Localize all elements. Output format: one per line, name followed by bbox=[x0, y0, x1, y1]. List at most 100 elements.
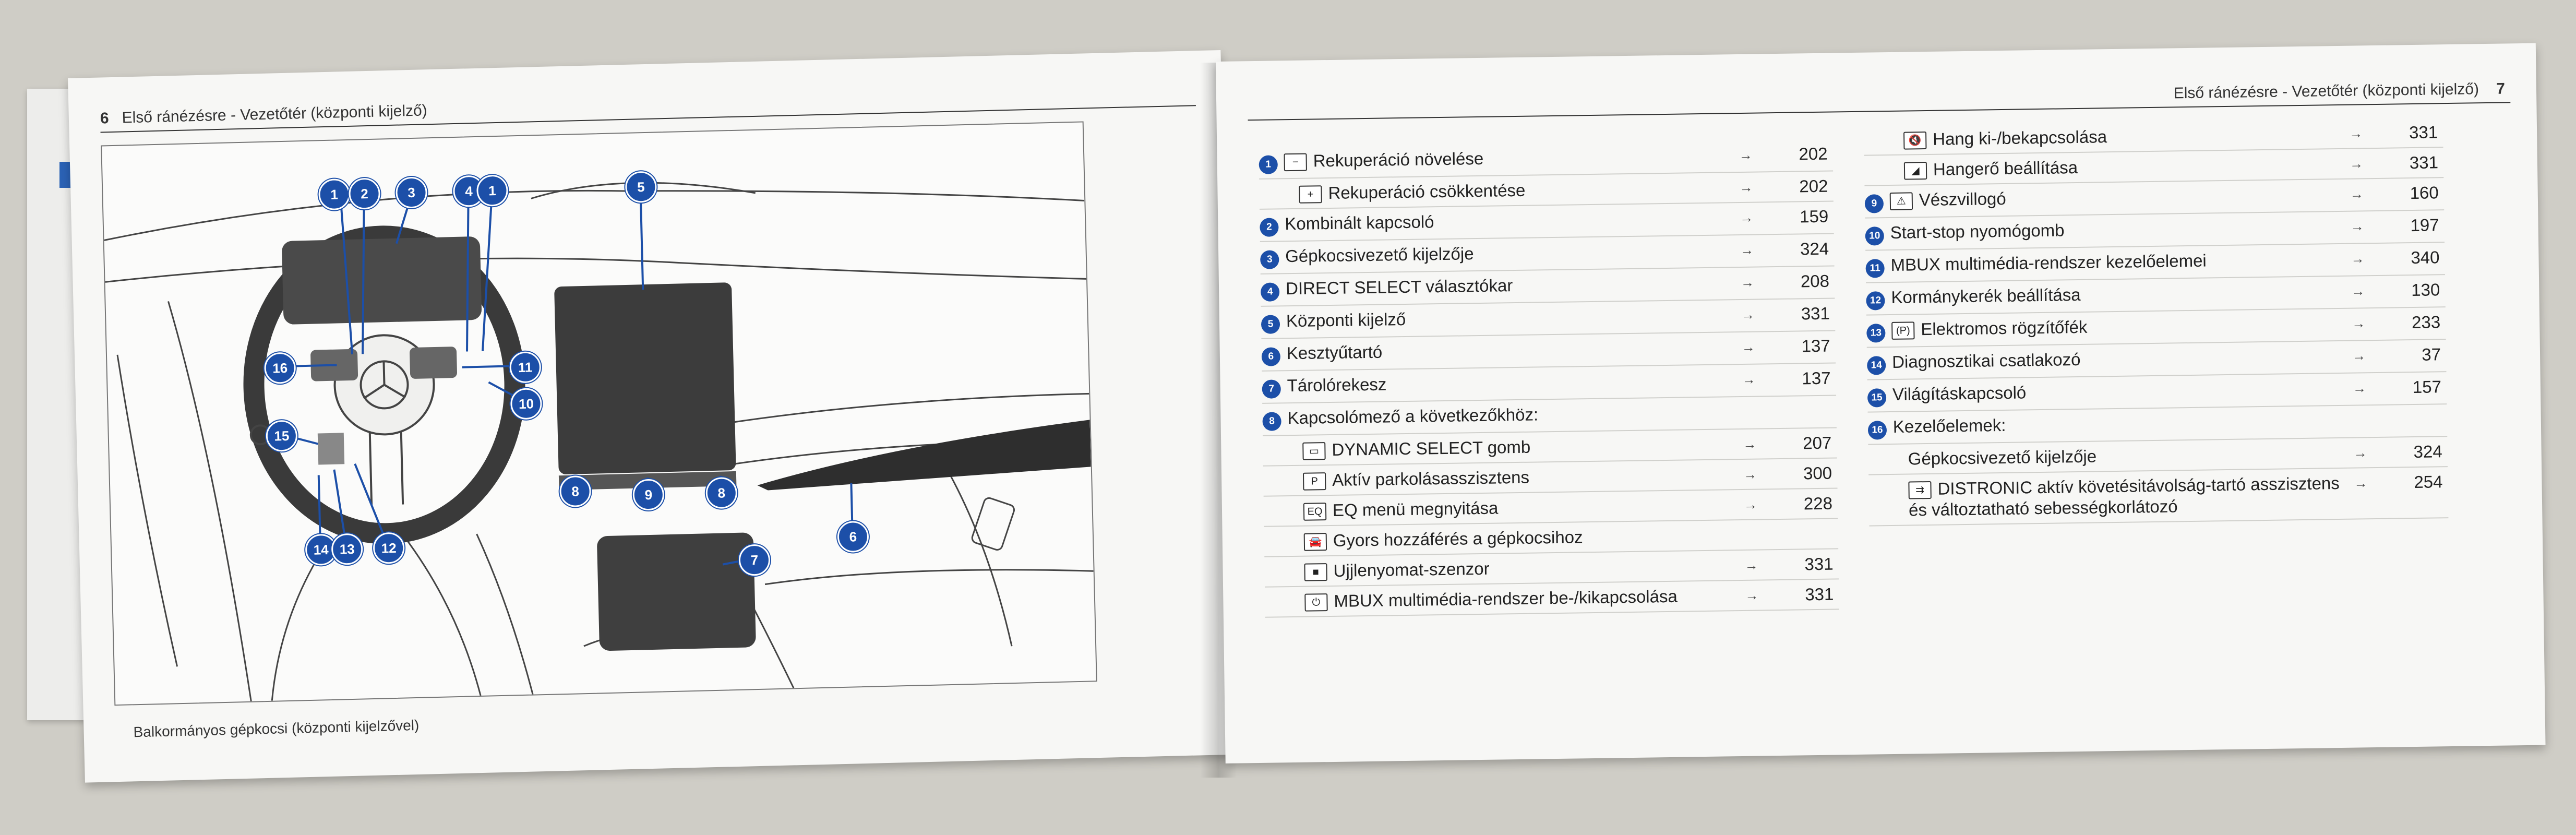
legend-text: 🔇Hang ki-/bekapcsolása bbox=[1889, 123, 2349, 150]
dynamic-select-icon: ▭ bbox=[1302, 442, 1326, 461]
page-ref-arrow: → bbox=[2351, 283, 2365, 299]
legend-label: Kombinált kapcsoló bbox=[1285, 212, 1434, 234]
right-header-title: Első ránézésre - Vezetőtér (központi kij… bbox=[2173, 80, 2479, 102]
legend-number: 13 bbox=[1866, 319, 1892, 343]
page-ref-arrow: → bbox=[2353, 445, 2367, 461]
legend-number bbox=[1263, 470, 1288, 471]
mute-icon: 🔇 bbox=[1903, 132, 1927, 150]
page-ref-arrow: → bbox=[2352, 380, 2367, 396]
page-ref-arrow: → bbox=[1744, 557, 1758, 573]
page-ref-number bbox=[2385, 409, 2447, 410]
page-ref-arrow: → bbox=[2352, 348, 2366, 364]
legend-text: DIRECT SELECT választókar bbox=[1286, 272, 1741, 299]
page-ref-arrow: → bbox=[2349, 156, 2364, 172]
page-ref-arrow: → bbox=[1743, 466, 1757, 482]
legend-number bbox=[1265, 591, 1290, 592]
legend-label: EQ menü megnyitása bbox=[1332, 498, 1499, 520]
legend-text: MBUX multimédia-rendszer kezelőelemei bbox=[1890, 248, 2351, 276]
right-page-number: 7 bbox=[2496, 80, 2506, 98]
legend-number: 8 bbox=[1262, 408, 1288, 431]
legend-text: Gépkocsivezető kijelzője bbox=[1893, 443, 2353, 470]
legend-number: 15 bbox=[1867, 384, 1893, 408]
legend-number-badge: 16 bbox=[1867, 421, 1887, 440]
legend-number: 2 bbox=[1260, 213, 1285, 237]
legend-number-badge: 7 bbox=[1262, 379, 1281, 399]
legend-text: ⇉DISTRONIC aktív követésitávolság-tartó … bbox=[1894, 473, 2354, 521]
page-ref-arrow: → bbox=[1741, 306, 1755, 323]
page-ref-number: 37 bbox=[2422, 344, 2441, 364]
right-header-rule bbox=[1248, 102, 2511, 121]
parking-brake-icon: (P) bbox=[1891, 321, 1915, 340]
page-ref-number: 324 bbox=[2413, 442, 2442, 462]
page-ref-number: 331 bbox=[1804, 554, 1834, 574]
distronic-icon: ⇉ bbox=[1908, 481, 1932, 499]
page-ref-arrow: → bbox=[1743, 436, 1757, 452]
page-ref-arrow: → bbox=[1745, 587, 1759, 603]
illustration-caption: Balkormányos gépkocsi (központi kijelzőv… bbox=[133, 717, 420, 741]
legend-number: 14 bbox=[1867, 352, 1892, 375]
legend-text: (P) Elektromos rögzítőfék bbox=[1891, 313, 2352, 340]
legend-number bbox=[1264, 561, 1289, 562]
legend-row: ⇉DISTRONIC aktív követésitávolság-tartó … bbox=[1868, 467, 2449, 527]
page-ref-number: 340 bbox=[2411, 247, 2440, 268]
page-ref-arrow: → bbox=[2352, 315, 2366, 331]
legend-label: Elektromos rögzítőfék bbox=[1921, 317, 2088, 339]
page-ref-arrow: → bbox=[1739, 147, 1753, 163]
legend-number: 11 bbox=[1865, 255, 1891, 278]
legend-number-badge: 15 bbox=[1867, 388, 1887, 408]
legend-label: Diagnosztikai csatlakozó bbox=[1891, 349, 2081, 372]
legend-number-badge: 8 bbox=[1262, 412, 1281, 431]
hazard-icon: ⚠ bbox=[1889, 192, 1913, 211]
legend-label: Központi kijelző bbox=[1286, 309, 1406, 331]
left-page-header: 6 Első ránézésre - Vezetőtér (központi k… bbox=[100, 102, 427, 127]
legend-number bbox=[1264, 500, 1289, 501]
legend-number: 3 bbox=[1260, 246, 1286, 269]
legend-column-2: 🔇Hang ki-/bekapcsolása→331◢Hangerő beáll… bbox=[1863, 117, 2449, 527]
legend-text: Világításkapcsoló bbox=[1892, 378, 2353, 405]
central-display-shape bbox=[554, 282, 736, 474]
legend-number-badge: 4 bbox=[1260, 282, 1280, 302]
legend-number: 1 bbox=[1259, 151, 1284, 174]
right-page: Első ránézésre - Vezetőtér (központi kij… bbox=[1216, 43, 2546, 764]
page-ref-number: 159 bbox=[1799, 206, 1829, 226]
page-ref-arrow: → bbox=[2354, 475, 2368, 491]
legend-label: Kesztyűtartó bbox=[1286, 342, 1383, 363]
legend-label: MBUX multimédia-rendszer be-/kikapcsolás… bbox=[1334, 586, 1678, 611]
page-ref-number: 300 bbox=[1803, 463, 1832, 483]
legend-text: Kapcsolómező a következőkhöz: bbox=[1287, 401, 1742, 428]
page-ref-number: 228 bbox=[1803, 493, 1833, 514]
cockpit-line-drawing bbox=[104, 182, 1094, 702]
legend-number-badge: 5 bbox=[1261, 315, 1280, 334]
legend-label: Rekuperáció csökkentése bbox=[1328, 180, 1526, 203]
legend-number: 7 bbox=[1262, 375, 1287, 399]
page-ref-number bbox=[1775, 523, 1838, 524]
legend-label: Világításkapcsoló bbox=[1892, 383, 2027, 404]
page-ref-number: 208 bbox=[1800, 271, 1830, 291]
legend-text: Tárolórekesz bbox=[1287, 369, 1742, 396]
page-ref-arrow: → bbox=[1743, 496, 1758, 512]
legend-number bbox=[1864, 129, 1889, 130]
fingerprint-icon: ■ bbox=[1304, 563, 1327, 582]
legend-label: Kormánykerék beállítása bbox=[1891, 284, 2081, 307]
legend-text: Kormánykerék beállítása bbox=[1891, 281, 2351, 308]
legend-label: DISTRONIC aktív követésitávolság-tartó a… bbox=[1908, 473, 2340, 520]
legend-label: Start-stop nyomógomb bbox=[1890, 220, 2065, 242]
legend-label: Kezelőelemek: bbox=[1892, 415, 2006, 436]
plus-box-icon: + bbox=[1299, 185, 1322, 204]
car-icon: 🚘 bbox=[1303, 533, 1327, 552]
legend-label: Gépkocsivezető kijelzője bbox=[1285, 244, 1474, 266]
page-ref-number: 254 bbox=[2414, 472, 2443, 492]
legend-label: Gyors hozzáférés a gépkocsihoz bbox=[1333, 527, 1583, 550]
legend-label: Kapcsolómező a következőkhöz: bbox=[1287, 404, 1539, 428]
power-icon: ⏻ bbox=[1304, 593, 1328, 612]
legend-text: + Rekuperáció csökkentése bbox=[1284, 177, 1739, 204]
page-ref-number: 137 bbox=[1801, 336, 1830, 356]
page-ref-number: 160 bbox=[2410, 183, 2439, 203]
legend-label: Gépkocsivezető kijelzője bbox=[1908, 446, 2097, 469]
legend-text: Központi kijelző bbox=[1286, 304, 1741, 331]
page-ref-number: 207 bbox=[1802, 433, 1832, 453]
legend-number-badge: 9 bbox=[1864, 194, 1884, 213]
page-ref-number bbox=[1774, 400, 1836, 401]
legend-text: Start-stop nyomógomb bbox=[1890, 216, 2350, 243]
legend-text: ⏻ MBUX multimédia-rendszer be-/kikapcsolá… bbox=[1290, 585, 1745, 612]
